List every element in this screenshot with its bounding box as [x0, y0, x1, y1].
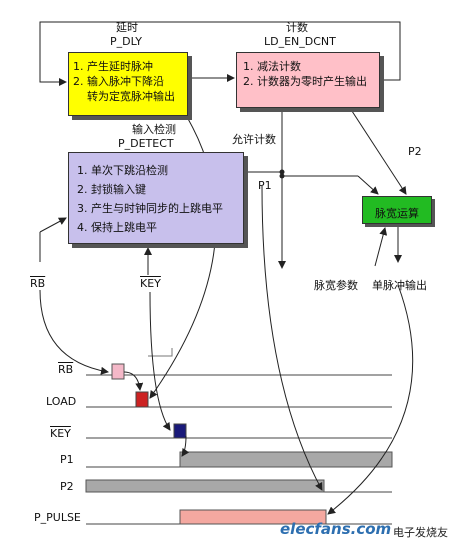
p1-to-p2-arrow: [261, 185, 323, 491]
key-label: KEY: [140, 277, 161, 290]
block-p-detect: 1. 单次下跳沿检测 2. 封锁输入键 3. 产生与时钟同步的上跳电平 4. 保…: [68, 152, 244, 244]
det-item-1: 1. 单次下跳沿检测: [77, 164, 168, 177]
keypulse-to-p1-arrow: [181, 435, 190, 457]
dly-item-3: 转为定宽脉冲输出: [73, 90, 175, 103]
p1-level: [179, 451, 393, 468]
rbpulse-to-load-arrow: [123, 371, 144, 391]
det-item-4: 4. 保持上跳电平: [77, 221, 157, 234]
rb-label: RB: [30, 277, 46, 290]
p2-level: [85, 479, 325, 493]
rb-pulse: [111, 363, 125, 380]
calc-label: 脉宽运算: [375, 207, 419, 220]
single-out-label: 单脉冲输出: [372, 279, 427, 292]
det-title: 输入检测: [132, 123, 176, 136]
rb-to-rbpulse-arrow: [39, 289, 109, 375]
det-item-3: 3. 产生与时钟同步的上跳电平: [77, 202, 223, 215]
cnt-item-1: 1. 减法计数: [243, 60, 301, 73]
timing-label-p2: P2: [60, 480, 74, 493]
p2-label: P2: [408, 145, 422, 158]
p2-line: [349, 107, 407, 195]
dly-to-load-arrow: [149, 111, 217, 399]
key-pulse: [173, 423, 187, 439]
watermark-brand: elecfans.com: [280, 520, 392, 538]
dly-title: 延时: [116, 21, 138, 34]
cnt-item-2: 2. 计数器为零时产生输出: [243, 75, 367, 88]
block-p-dly: 1. 产生延时脉冲 2. 输入脉冲下降沿 转为定宽脉冲输出: [68, 52, 188, 116]
block-width-calc: 脉宽运算: [362, 196, 432, 224]
dly-item-1: 1. 产生延时脉冲: [73, 60, 153, 73]
p-pulse-out: [179, 509, 327, 525]
timing-label-load: LOAD: [46, 395, 77, 408]
timing-baselines: [86, 374, 392, 525]
width-param-line: [374, 227, 388, 267]
block-ld-en-dcnt: 1. 减法计数 2. 计数器为零时产生输出: [236, 52, 380, 108]
p1-label: P1: [258, 179, 272, 192]
timing-label-p-pulse: P_PULSE: [34, 511, 81, 524]
timing-label-p1: P1: [60, 453, 74, 466]
det-name: P_DETECT: [118, 137, 174, 150]
cnt-name: LD_EN_DCNT: [264, 35, 336, 48]
det-item-2: 2. 封锁输入键: [77, 183, 146, 196]
feedback-loop: [39, 21, 401, 86]
load-pulse: [135, 391, 149, 408]
allow-count-label: 允许计数: [232, 133, 276, 146]
dly-item-2: 2. 输入脉冲下降沿: [73, 75, 164, 88]
output-to-ppulse-arrow: [327, 284, 414, 515]
watermark-cn: 电子发烧友: [393, 526, 448, 539]
key-to-keypulse-arrow: [149, 291, 171, 431]
timing-label-key: KEY: [50, 427, 71, 440]
cnt-title: 计数: [286, 21, 308, 34]
timing-label-rb: RB: [58, 363, 74, 376]
width-param-label: 脉宽参数: [314, 279, 358, 292]
dly-name: P_DLY: [110, 35, 142, 48]
